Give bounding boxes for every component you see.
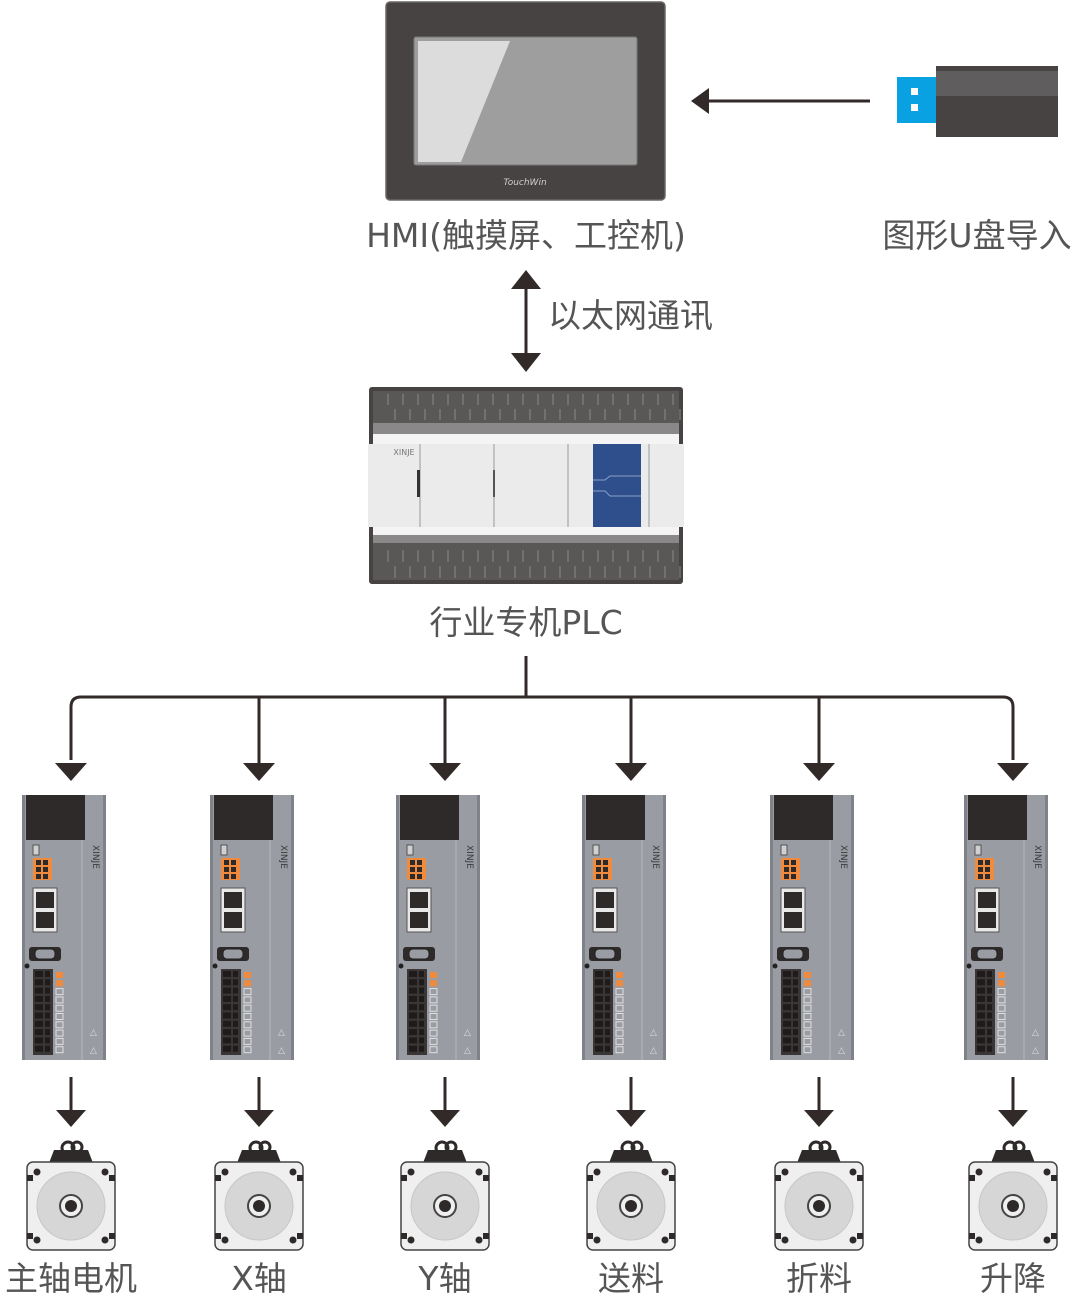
servo-motor-icon [586,1140,676,1251]
plc-terminal-top [387,394,681,420]
usb-drive-icon [897,66,1058,137]
arrow-down-icon [511,353,541,372]
plc-blue-panel [593,444,641,527]
drive-to-motor-arrow [430,1077,460,1127]
arrow-down-icon [430,1110,460,1127]
arrow-down-icon [615,763,647,781]
drive-brand: XINJE [838,845,848,869]
drive-display [586,795,645,840]
hmi-label: HMI(触摸屏、工控机) [366,216,686,255]
bus-branch-arrow [997,763,1029,781]
motor-label: Y轴 [417,1259,471,1297]
arrow-down-icon [804,1110,834,1127]
bus-branch-arrow [429,697,461,781]
servo-drive: XINJE △ △ [22,795,106,1060]
motor-label: 主轴电机 [5,1259,137,1297]
drive-to-motor-arrow [804,1077,834,1127]
drive-brand: XINJE [90,845,100,869]
arrow-down-icon [429,763,461,781]
servo-drive: XINJE △ △ [210,795,294,1060]
drive-to-motor-arrow [998,1077,1028,1127]
svg-text:△: △ [838,1028,845,1038]
drive-to-motor-arrow [244,1077,274,1127]
plc-brand: XINJE [393,448,414,457]
servo-drive: XINJE △ △ [964,795,1048,1060]
control-bus [69,656,1015,760]
motor-label: X轴 [231,1259,287,1297]
servo-motor-icon [400,1140,490,1251]
motor-label: 升降 [980,1259,1046,1297]
hmi-device: TouchWin [385,1,666,201]
svg-text:△: △ [90,1046,97,1056]
drive-brand: XINJE [464,845,474,869]
drive-to-motor-arrow [616,1077,646,1127]
drive-brand: XINJE [1032,845,1042,869]
bus-branch-arrow [243,697,275,781]
usb-label: 图形U盘导入 [882,216,1071,255]
arrow-head-icon [691,88,709,114]
servo-motor-icon [968,1140,1058,1251]
bus-branch-arrow [615,697,647,781]
drive-to-motor-arrow [56,1077,86,1127]
arrow-up-icon [511,270,541,289]
svg-text:△: △ [1032,1028,1039,1038]
plc-label: 行业专机PLC [429,603,622,642]
ethernet-label: 以太网通讯 [548,296,713,335]
drive-display [968,795,1027,840]
bus-branch-arrow [803,697,835,781]
arrow-down-icon [803,763,835,781]
drive-display [400,795,459,840]
svg-text:△: △ [1032,1046,1039,1056]
arrow-down-icon [243,763,275,781]
hmi-brand: TouchWin [503,178,547,188]
svg-text:△: △ [278,1028,285,1038]
arrow-down-icon [998,1110,1028,1127]
drive-display [26,795,85,840]
servo-motor-icon [774,1140,864,1251]
drive-display [214,795,273,840]
svg-text:△: △ [464,1028,471,1038]
svg-text:△: △ [838,1046,845,1056]
servo-motor-icon [26,1140,116,1251]
drive-brand: XINJE [650,845,660,869]
arrow-down-icon [616,1110,646,1127]
svg-text:△: △ [278,1046,285,1056]
servo-motor-icon [214,1140,304,1251]
arrow-down-icon [55,763,87,781]
drive-brand: XINJE [278,845,288,869]
svg-text:△: △ [464,1046,471,1056]
svg-text:△: △ [650,1028,657,1038]
svg-text:△: △ [90,1028,97,1038]
bus-branch-arrow [55,763,87,781]
arrow-down-icon [56,1110,86,1127]
svg-text:△: △ [650,1046,657,1056]
motor-label: 送料 [598,1259,664,1297]
drive-display [774,795,833,840]
servo-drive: XINJE △ △ [396,795,480,1060]
motor-label: 折料 [786,1259,852,1297]
screen-glare [418,41,510,162]
servo-drive: XINJE △ △ [770,795,854,1060]
plc-device: XINJE [368,387,684,584]
plc-terminal-bottom [387,550,681,578]
servo-drive: XINJE △ △ [582,795,666,1060]
arrow-down-icon [997,763,1029,781]
ethernet-link-arrow [511,270,541,372]
usb-to-hmi-arrow [691,88,870,114]
arrow-down-icon [244,1110,274,1127]
